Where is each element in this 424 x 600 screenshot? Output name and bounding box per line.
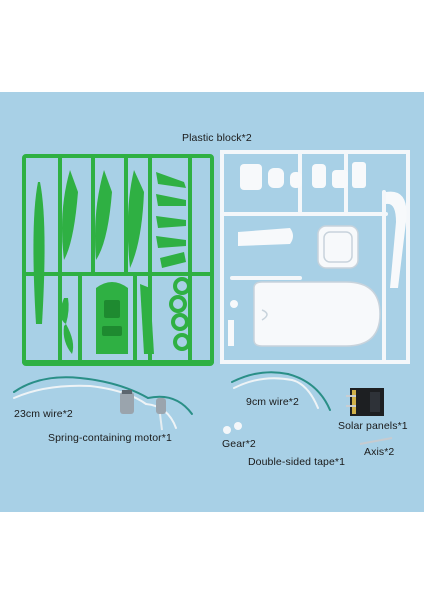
green-plastic-sprue <box>22 154 214 366</box>
label-gear: Gear*2 <box>222 438 256 450</box>
green-parts-detail <box>102 300 122 336</box>
axis-rods <box>359 437 393 445</box>
label-9cm-wire: 9cm wire*2 <box>246 396 299 408</box>
label-axis: Axis*2 <box>364 446 395 458</box>
product-photo: Plastic block*2 23cm wire*2 9cm wire*2 S… <box>0 92 424 512</box>
wires-9cm <box>231 371 331 411</box>
kit-parts-illustration <box>13 150 410 445</box>
solar-panel <box>346 388 384 416</box>
label-solar-panels: Solar panels*1 <box>338 420 408 432</box>
spring-motor <box>120 390 166 431</box>
label-plastic-block: Plastic block*2 <box>182 132 252 144</box>
white-parts <box>228 162 407 346</box>
label-double-sided-tape: Double-sided tape*1 <box>248 456 346 468</box>
white-parts-outline <box>253 225 381 347</box>
gears <box>223 422 242 434</box>
label-23cm-wire: 23cm wire*2 <box>14 408 73 420</box>
label-spring-motor: Spring-containing motor*1 <box>48 432 172 444</box>
